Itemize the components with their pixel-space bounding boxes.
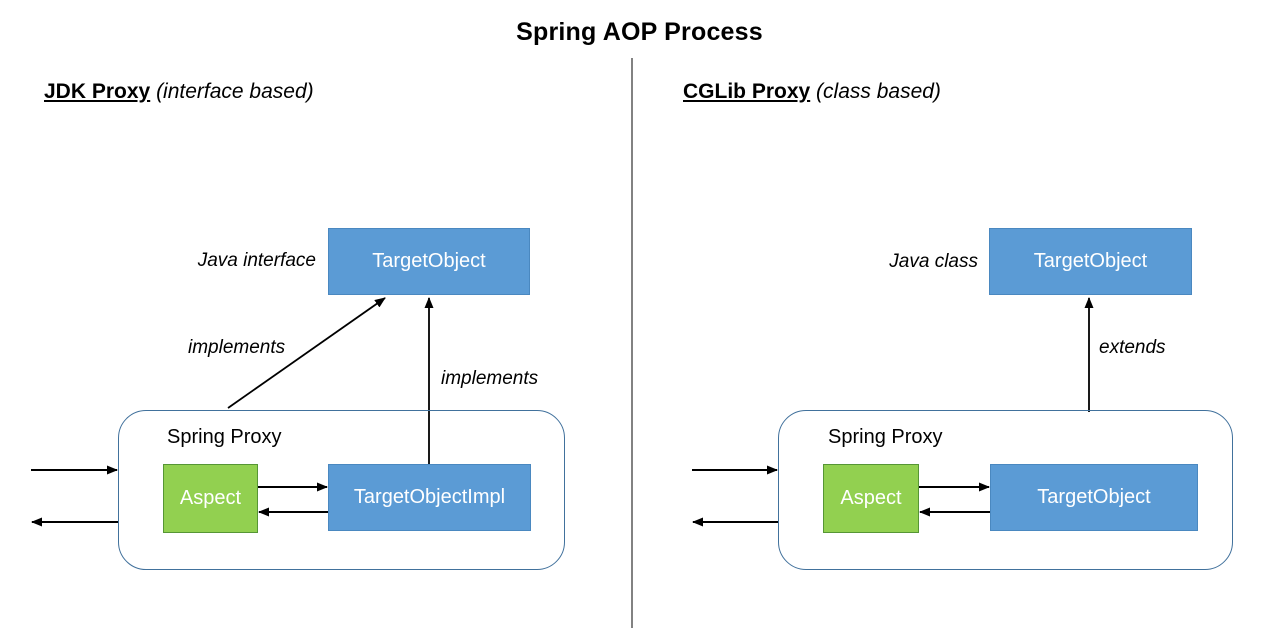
- cglib-target-class-label: TargetObject: [1033, 250, 1148, 272]
- jdk-aspect-label: Aspect: [179, 487, 242, 509]
- diagram-title: Spring AOP Process: [516, 18, 763, 46]
- java-interface-label: Java interface: [197, 250, 316, 271]
- jdk-spring-proxy-container: [118, 410, 565, 570]
- jdk-aspect-box: Aspect: [163, 464, 258, 533]
- jdk-proxy-heading-title: JDK Proxy: [44, 80, 151, 103]
- cglib-target-object-box: TargetObject: [990, 464, 1198, 531]
- cglib-aspect-label: Aspect: [840, 487, 902, 509]
- cglib-spring-proxy-label: Spring Proxy: [828, 426, 943, 448]
- jdk-target-object-label: TargetObject: [372, 250, 486, 272]
- jdk-target-object-box: TargetObject: [328, 228, 530, 295]
- java-class-label: Java class: [889, 251, 978, 272]
- jdk-implements-label-proxy: implements: [188, 337, 286, 358]
- cglib-proxy-heading-note: (class based): [816, 80, 941, 103]
- jdk-target-object-impl-box: TargetObjectImpl: [328, 464, 531, 531]
- cglib-proxy-heading: CGLib Proxy (class based): [683, 80, 941, 104]
- jdk-proxy-heading: JDK Proxy (interface based): [44, 80, 314, 104]
- cglib-extends-label: extends: [1099, 337, 1166, 358]
- jdk-target-object-impl-label: TargetObjectImpl: [353, 486, 506, 508]
- cglib-proxy-heading-title: CGLib Proxy: [683, 80, 811, 103]
- cglib-target-class-box: TargetObject: [989, 228, 1192, 295]
- cglib-aspect-box: Aspect: [823, 464, 919, 533]
- cglib-spring-proxy-container: [778, 410, 1233, 570]
- jdk-spring-proxy-label: Spring Proxy: [167, 426, 282, 448]
- cglib-target-object-label: TargetObject: [1037, 486, 1151, 508]
- jdk-implements-label-impl: implements: [441, 368, 539, 389]
- jdk-proxy-heading-note: (interface based): [156, 80, 314, 103]
